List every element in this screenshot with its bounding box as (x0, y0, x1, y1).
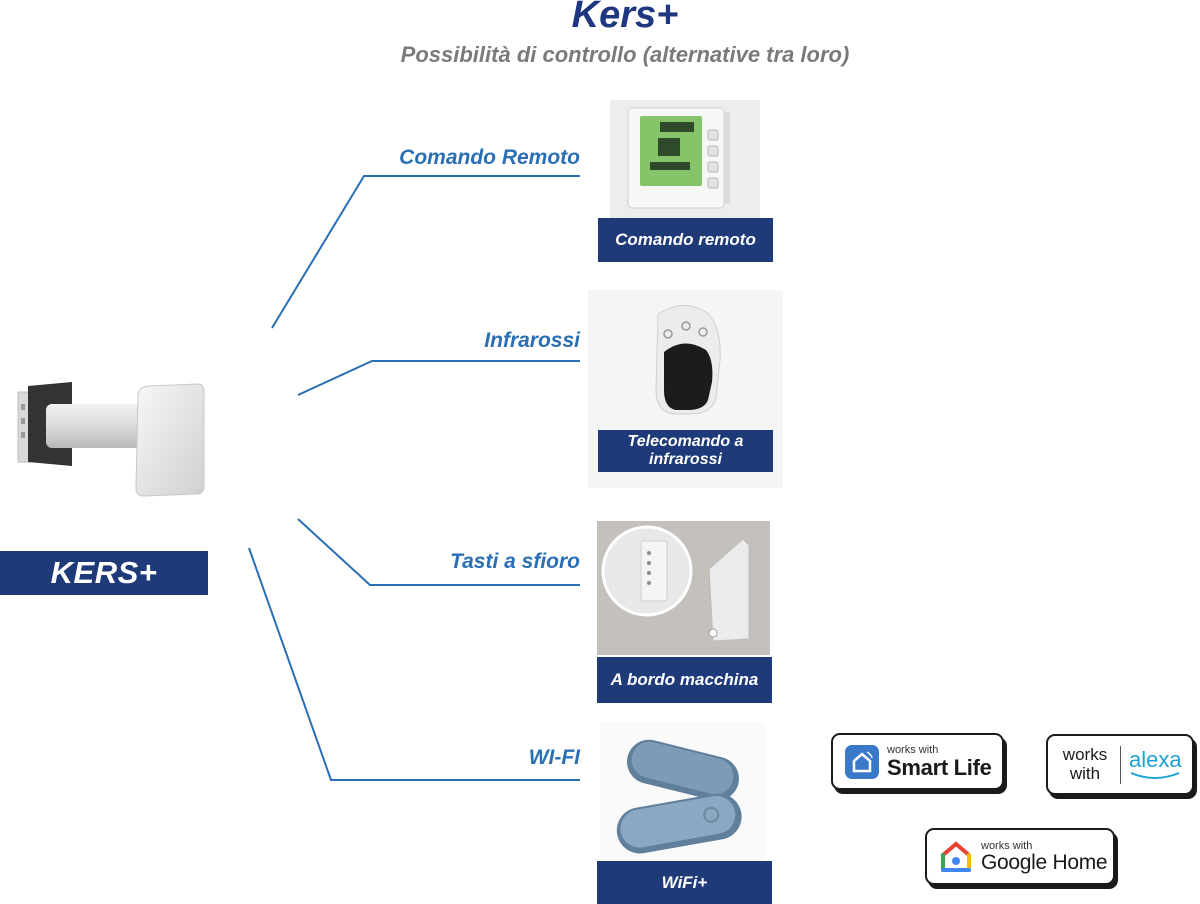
page-subtitle: Possibilità di controllo (alternative tr… (400, 42, 850, 67)
badge-alexa-works-with: works with (1062, 744, 1108, 783)
smart-life-home-icon (845, 744, 879, 779)
badge-google-home-big: Google Home (981, 851, 1108, 875)
page-title: Kers+ (571, 0, 679, 36)
alexa-smile-icon (1130, 771, 1180, 779)
badge-google-home-small: works with (981, 839, 1033, 852)
google-home-icon (941, 840, 971, 872)
kers-device-label: KERS+ (0, 551, 208, 595)
branch-label-infrarossi: Infrarossi (484, 329, 580, 352)
badge-alexa-wordmark: alexa (1129, 746, 1182, 772)
caption-comando-remoto: Comando remoto (598, 218, 773, 262)
badge-google-home: works with Google Home (925, 828, 1115, 885)
badge-alexa-divider (1120, 745, 1121, 784)
branch-label-wifi: WI-FI (528, 746, 580, 769)
wall-thermostat-photo (610, 100, 760, 218)
connector-infrarossi (297, 360, 580, 396)
wifi-dongle-photo (600, 722, 765, 860)
badge-alexa: works with alexa (1046, 734, 1194, 795)
kers-device-photo (10, 378, 210, 508)
branch-label-tasti: Tasti a sfioro (450, 550, 580, 573)
badge-smart-life: works with Smart Life (831, 733, 1004, 790)
branch-label-comando-remoto: Comando Remoto (399, 146, 580, 169)
onboard-touch-keys-photo (597, 521, 770, 655)
badge-smart-life-small: works with (887, 744, 939, 757)
caption-tasti: A bordo macchina (597, 657, 772, 703)
caption-wifi: WiFi+ (597, 861, 772, 904)
caption-infrarossi: Telecomando a infrarossi (598, 430, 773, 472)
badge-smart-life-big: Smart Life (887, 754, 992, 780)
connector-comando-remoto (271, 175, 580, 329)
